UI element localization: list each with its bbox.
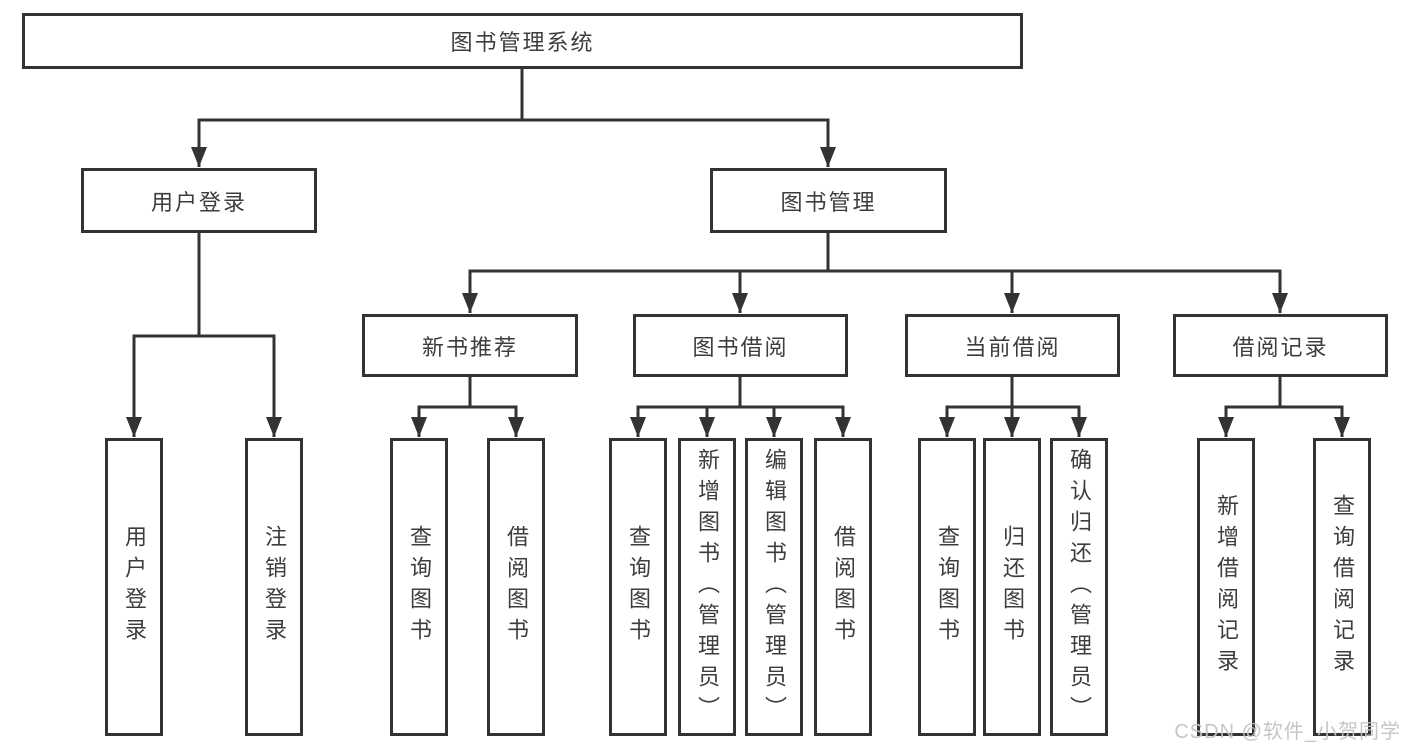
user-login-branch-wires — [126, 233, 282, 437]
leaf-add-books-admin: 新增图书（管理员） — [678, 438, 736, 736]
node-user-login: 用户登录 — [81, 168, 317, 233]
leaf-borrow-books: 借阅图书 — [814, 438, 872, 736]
node-label: 借阅记录 — [1232, 334, 1329, 360]
node-new-book-recommend: 新书推荐 — [362, 314, 578, 377]
node-label: 归还图书 — [1000, 525, 1025, 649]
node-label: 确认归还（管理员） — [1067, 447, 1092, 727]
node-book-borrow: 图书借阅 — [633, 314, 848, 377]
node-label: 新书推荐 — [421, 334, 518, 360]
leaf-search-borrow-record: 查询借阅记录 — [1313, 438, 1371, 736]
node-label: 查询图书 — [626, 525, 651, 649]
leaf-add-borrow-record: 新增借阅记录 — [1197, 438, 1255, 736]
node-label: 当前借阅 — [964, 334, 1061, 360]
node-label: 借阅图书 — [504, 525, 529, 649]
node-library-management-system: 图书管理系统 — [22, 13, 1023, 69]
root-to-level2-wires — [191, 69, 836, 167]
csdn-watermark: CSDN @软件_小贺同学 — [1174, 721, 1401, 743]
leaf-confirm-return-admin: 确认归还（管理员） — [1050, 438, 1108, 736]
new-book-recommend-branch-wires — [411, 377, 524, 437]
leaf-search-books-current: 查询图书 — [918, 438, 976, 736]
node-label: 图书管理 — [780, 189, 877, 215]
current-borrow-branch-wires — [939, 377, 1087, 437]
leaf-logout: 注销登录 — [245, 438, 303, 736]
node-label: 新增图书（管理员） — [695, 447, 720, 727]
node-label: 查询借阅记录 — [1330, 494, 1355, 680]
node-label: 借阅图书 — [831, 525, 856, 649]
node-label: 用户登录 — [122, 525, 147, 649]
leaf-return-books: 归还图书 — [983, 438, 1041, 736]
leaf-search-books-borrow: 查询图书 — [609, 438, 667, 736]
node-label: 查询图书 — [935, 525, 960, 649]
borrow-records-branch-wires — [1218, 377, 1350, 437]
node-label: 图书管理系统 — [450, 30, 595, 55]
leaf-borrow-books-recommend: 借阅图书 — [487, 438, 545, 736]
book-borrow-branch-wires — [630, 377, 851, 437]
node-current-borrow: 当前借阅 — [905, 314, 1120, 377]
node-label: 编辑图书（管理员） — [762, 447, 787, 727]
node-label: 新增借阅记录 — [1214, 494, 1239, 680]
node-label: 图书借阅 — [692, 334, 789, 360]
node-book-management: 图书管理 — [710, 168, 947, 233]
node-label: 注销登录 — [262, 525, 287, 649]
node-borrow-records: 借阅记录 — [1173, 314, 1388, 377]
book-management-branch-wires — [462, 233, 1288, 313]
leaf-edit-books-admin: 编辑图书（管理员） — [745, 438, 803, 736]
leaf-search-books-recommend: 查询图书 — [390, 438, 448, 736]
leaf-user-login: 用户登录 — [105, 438, 163, 736]
node-label: 查询图书 — [407, 525, 432, 649]
node-label: 用户登录 — [150, 189, 247, 215]
